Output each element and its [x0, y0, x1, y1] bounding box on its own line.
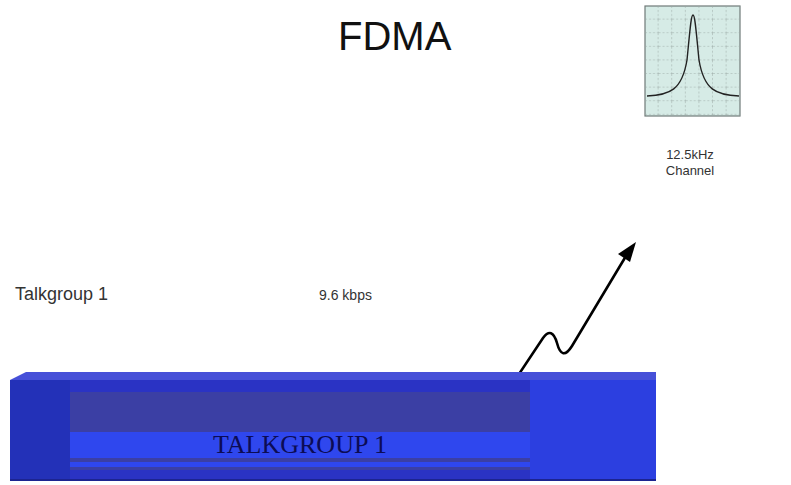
spectrum-plot	[645, 6, 740, 116]
radio-wave-arrow	[507, 242, 636, 392]
channel-label: 12.5kHz Channel	[655, 147, 725, 180]
channel-bar: TALKGROUP 1	[8, 368, 658, 482]
bar-shape	[8, 368, 658, 482]
diagram-title: FDMA	[338, 14, 451, 59]
bar-label: TALKGROUP 1	[213, 430, 387, 460]
group-label: Talkgroup 1	[15, 283, 108, 306]
bitrate-label: 9.6 kbps	[319, 287, 372, 305]
